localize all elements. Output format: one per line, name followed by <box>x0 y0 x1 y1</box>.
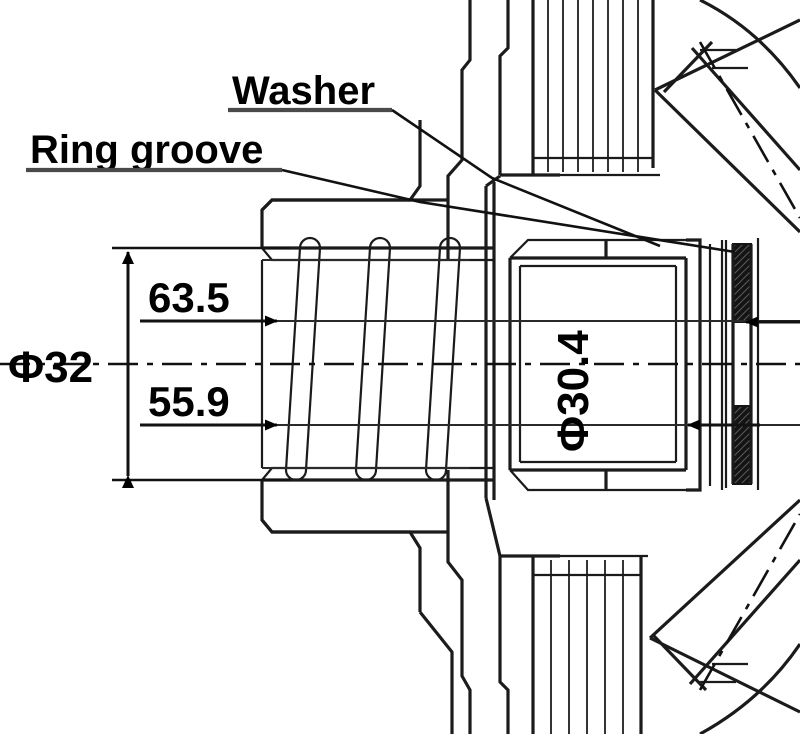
upper-fin-column <box>531 0 660 177</box>
phi32-label: Φ32 <box>8 343 93 392</box>
washer-leader-line <box>391 108 661 248</box>
dimension-55-9: 55.9 <box>140 378 278 431</box>
dimension-phi30-4: Φ30.4 <box>549 316 800 452</box>
ring-groove-leader-line <box>281 168 736 254</box>
washer-label: Washer <box>232 69 375 113</box>
d635-label: 63.5 <box>148 274 230 321</box>
callout-ring-groove: Ring groove <box>26 128 736 254</box>
lower-angled-vane <box>648 498 800 734</box>
d559-label: 55.9 <box>148 378 230 425</box>
lower-fin-column <box>531 554 648 734</box>
dimension-phi32: Φ32 <box>8 246 290 488</box>
callout-washer: Washer <box>228 69 661 248</box>
housing-body-outline <box>446 0 560 734</box>
upper-angled-vane <box>653 0 800 234</box>
upper-sleeve-profile <box>260 174 502 557</box>
ring-groove-label: Ring groove <box>30 128 263 172</box>
thread-profile-group <box>262 236 470 482</box>
left-stepped-body <box>260 120 454 734</box>
phi304-label: Φ30.4 <box>549 330 598 452</box>
lower-sleeve-profile <box>260 466 494 534</box>
dimension-63-5: 63.5 <box>140 274 278 327</box>
